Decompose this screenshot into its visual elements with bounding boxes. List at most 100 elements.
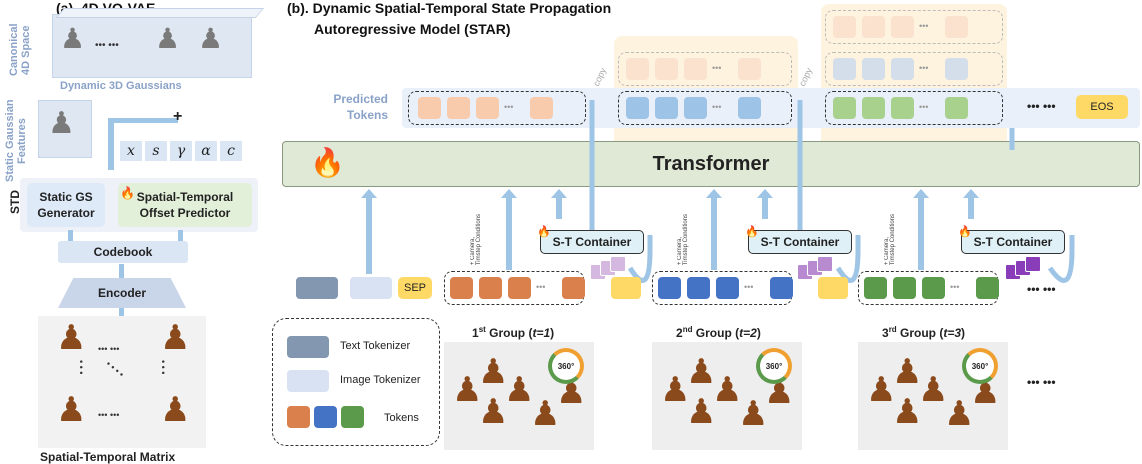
state-cube-1-2: [817, 256, 833, 272]
gaussian-figure-3: ♟: [198, 23, 224, 54]
arrow-container3-to-transformer: [963, 189, 979, 219]
legend-image-label: Image Tokenizer: [340, 374, 421, 386]
input-token-g1-0: [450, 277, 473, 299]
copy-token-2a-3: [738, 58, 761, 80]
loop-arrow-3b: [1047, 235, 1075, 283]
group-label-3: 3rd Group (t=3): [882, 325, 966, 340]
copy-token-3a-2: [891, 16, 914, 38]
predicted-token-g2-dots: •••: [712, 102, 722, 112]
copy-token-3b-dots: •••: [919, 63, 929, 73]
offset-predictor-label: Spatial-Temporal Offset Predictor: [136, 190, 234, 220]
predicted-group-2: [618, 91, 792, 125]
input-token-g1-1: [479, 277, 502, 299]
param-box-2: γ: [170, 141, 192, 161]
legend-image-swatch: [287, 370, 329, 392]
character-figure-0-1: ♟: [478, 393, 509, 431]
predicted-group-3: [825, 91, 1003, 125]
predicted-token-g1-1: [447, 97, 470, 119]
copy-token-2a-1: [655, 58, 678, 80]
copy-token-3b-2: [891, 58, 914, 80]
matrix-dots-right: • • •: [158, 360, 168, 375]
legend-green-swatch: [341, 406, 364, 428]
input-token-g2-0: [658, 277, 681, 299]
arrow-group2-to-transformer: [706, 189, 722, 270]
character-figure-2-2: ♟: [918, 371, 949, 409]
copy-token-3b-1: [862, 58, 885, 80]
input-token-g2-dots: •••: [744, 282, 754, 292]
copy-token-2a-dots: •••: [712, 63, 722, 73]
arrow-container1-to-transformer: [551, 189, 567, 219]
badge-360-2: 360°: [756, 348, 792, 384]
arrow-codebook-to-generator: [68, 230, 73, 241]
static-features-cube: [38, 100, 92, 158]
copy-token-3b-0: [833, 58, 856, 80]
copy-row-3b: [825, 52, 1003, 86]
predicted-token-g1-0: [418, 97, 441, 119]
feature-horizontal-arrow: [108, 118, 178, 123]
input-token-g1-3: [562, 277, 585, 299]
predicted-token-g3-dots: •••: [919, 102, 929, 112]
matrix-dots-bottom: ••• •••: [98, 410, 120, 420]
group-label-2: 2nd Group (t=2): [676, 325, 761, 340]
legend-blue-swatch: [314, 406, 337, 428]
character-figure-0-5: ♟: [478, 353, 509, 391]
loop-arrow-2b: [835, 235, 861, 283]
copy-token-3a-1: [862, 16, 885, 38]
gaussian-figure-2: ♟: [155, 23, 181, 54]
input-token-g3-0: [864, 277, 887, 299]
arrow-group1-to-transformer: [501, 189, 517, 270]
loop-arrow-1b: [627, 235, 653, 283]
predicted-token-g1-3: [530, 97, 553, 119]
matrix-dots-left: • • •: [76, 360, 86, 375]
predicted-token-g2-2: [684, 97, 707, 119]
predicted-token-g3-2: [891, 97, 914, 119]
copy-row-2a: [618, 52, 792, 86]
state-cube-0-2: [610, 256, 626, 272]
matrix-figure-tr: ♟: [160, 319, 191, 357]
st-fire-icon-3: 🔥: [958, 226, 972, 238]
legend-box: [272, 318, 440, 446]
copy-token-3a-0: [833, 16, 856, 38]
character-figure-0-3: ♟: [530, 395, 561, 433]
images-ellipsis: ••• •••: [1027, 375, 1056, 389]
input-token-g1-dots: •••: [536, 282, 546, 292]
static-gaussian-figure: ♟: [48, 107, 75, 140]
predicted-group-1: [408, 91, 586, 125]
eos-label: EOS: [1090, 101, 1114, 113]
sep-token: SEP: [398, 277, 432, 299]
predicted-token-g1-dots: •••: [504, 102, 514, 112]
legend-text-label: Text Tokenizer: [340, 340, 411, 352]
codebook-box: Codebook: [58, 241, 188, 263]
param-box-3: α: [195, 141, 217, 161]
predicted-tokens-label: Predicted Tokens: [333, 92, 388, 122]
arrow-matrix-to-encoder: [119, 308, 124, 316]
input-token-g1-2: [508, 277, 531, 299]
matrix-figure-tl: ♟: [56, 319, 87, 357]
character-figure-2-5: ♟: [892, 353, 923, 391]
st-container-2: 🔥 S-T Container: [745, 226, 852, 254]
matrix-figure-br: ♟: [160, 391, 191, 429]
fire-icon: 🔥: [120, 186, 135, 200]
character-figure-1-3: ♟: [738, 395, 769, 433]
character-figure-2-3: ♟: [944, 395, 975, 433]
copy-token-2a-0: [626, 58, 649, 80]
static-gs-generator: Static GS Generator: [27, 183, 105, 227]
arrow-encoder-to-codebook: [119, 264, 124, 278]
text-tokenizer-token: [296, 277, 338, 299]
input-token-g3-dots: •••: [950, 282, 960, 292]
matrix-label: Spatial-Temporal Matrix: [40, 450, 176, 464]
st-fire-icon-1: 🔥: [537, 226, 551, 238]
canonical-dots: ••• •••: [95, 40, 119, 51]
badge-360-3: 360°: [962, 348, 998, 384]
st-container-label-1: S-T Container: [552, 235, 632, 249]
character-figure-0-0: ♟: [452, 371, 483, 409]
predicted-tokens-band: [402, 88, 1140, 128]
state-cube-2-2: [1025, 256, 1041, 272]
canonical-4d-space-slab: [52, 14, 252, 78]
character-figure-1-2: ♟: [712, 371, 743, 409]
panel-b-title-1: (b). Dynamic Spatial-Temporal State Prop…: [287, 0, 612, 16]
character-figure-1-5: ♟: [686, 353, 717, 391]
copy-row-3a: [825, 10, 1003, 44]
st-container-1: 🔥 S-T Container: [537, 226, 644, 254]
